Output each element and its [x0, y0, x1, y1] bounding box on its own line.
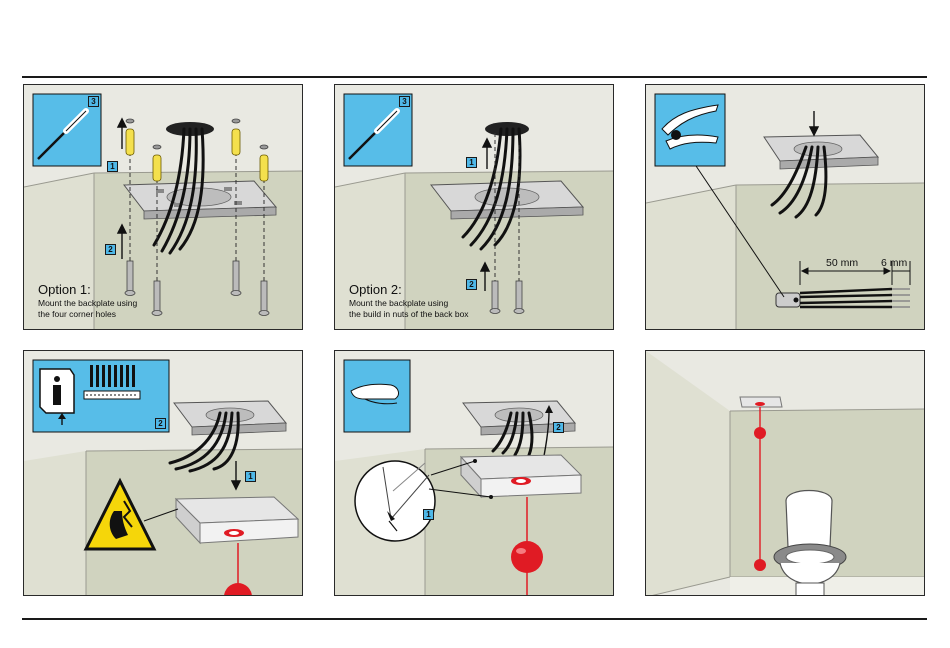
panel-3-illustration	[646, 85, 925, 330]
step-2-badge: 2	[466, 279, 477, 290]
option-1-line-2: the four corner holes	[38, 309, 116, 319]
dimension-50mm: 50 mm	[826, 257, 858, 269]
wire-stripper-icon	[655, 94, 725, 166]
step-1-badge: 1	[245, 471, 256, 482]
zoom-detail	[355, 461, 435, 541]
tool-step-badge: 3	[399, 96, 410, 107]
tool-step-badge: 3	[88, 96, 99, 107]
panel-wire-stripping: 50 mm 6 mm	[645, 84, 925, 330]
info-manual-icon	[33, 360, 169, 432]
step-2-badge: 2	[105, 244, 116, 255]
step-1-badge: 1	[423, 509, 434, 520]
option-2-line-2: the build in nuts of the back box	[349, 309, 469, 319]
option-2-title: Option 2:	[349, 282, 402, 297]
panel-4-illustration	[24, 351, 303, 596]
pendant-ball	[511, 541, 543, 573]
panel-option-2: 3 1 2 Option 2: Mount the backplate usin…	[334, 84, 614, 330]
panel-attach-device: 2 1	[23, 350, 303, 596]
top-rule	[22, 76, 927, 78]
panel-6-illustration	[646, 351, 925, 596]
bottom-rule	[22, 618, 927, 620]
panel-option-1: 3 1 2 Option 1: Mount the backplate usin…	[23, 84, 303, 330]
step-2-badge: 2	[553, 422, 564, 433]
panel-installed-toilet	[645, 350, 925, 596]
step-2-badge: 2	[155, 418, 166, 429]
detector-device	[461, 455, 581, 497]
option-2-line-1: Mount the backplate using	[349, 298, 448, 308]
hand-icon	[344, 360, 410, 432]
option-1-title: Option 1:	[38, 282, 91, 297]
dimension-6mm: 6 mm	[881, 257, 907, 269]
option-1-line-1: Mount the backplate using	[38, 298, 137, 308]
step-1-badge: 1	[466, 157, 477, 168]
detector-device	[176, 497, 298, 543]
panel-5-illustration	[335, 351, 614, 596]
step-1-badge: 1	[107, 161, 118, 172]
panel-click-device: 2 1	[334, 350, 614, 596]
pendant-ball-top	[754, 427, 766, 439]
pendant-ball-bottom	[754, 559, 766, 571]
